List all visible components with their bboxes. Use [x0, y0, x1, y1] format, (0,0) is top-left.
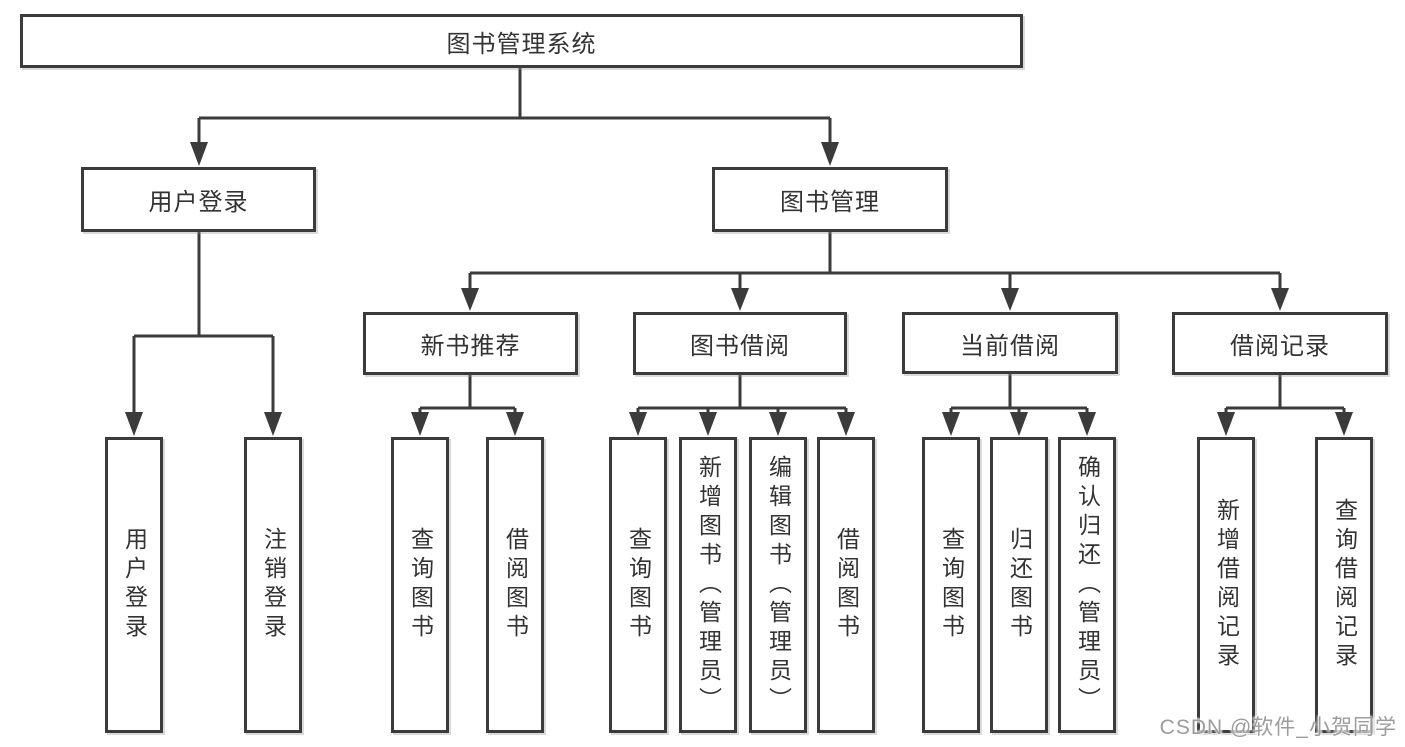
leaf-query-books-borrow: 查询图书	[609, 437, 667, 733]
leaf-confirm-return-admin: 确认归还（管理员）	[1058, 437, 1116, 733]
node-label: 查询图书	[625, 527, 652, 643]
node-label: 编辑图书（管理员）	[765, 454, 792, 716]
node-label: 查询图书	[407, 527, 434, 643]
connector-borrowing-records-to-children	[1217, 375, 1353, 436]
watermark: CSDN @软件_小贺同学	[1159, 716, 1397, 739]
node-label: 新增借阅记录	[1213, 498, 1240, 672]
node-new-book-recommend: 新书推荐	[363, 312, 578, 375]
connector-current-borrowing-to-children	[942, 374, 1096, 436]
leaf-return-books: 归还图书	[990, 437, 1048, 733]
connector-book-management-to-level3	[461, 232, 1289, 311]
node-label: 查询借阅记录	[1331, 498, 1358, 672]
leaf-query-books-recommend: 查询图书	[391, 437, 449, 733]
node-borrowing-records: 借阅记录	[1172, 312, 1388, 375]
leaf-add-book-admin: 新增图书（管理员）	[679, 437, 737, 733]
leaf-borrow-books-recommend: 借阅图书	[486, 437, 544, 733]
leaf-logout: 注销登录	[244, 437, 302, 733]
node-book-management: 图书管理	[712, 167, 948, 232]
node-label: 借阅图书	[833, 527, 860, 643]
node-label: 用户登录	[148, 189, 249, 216]
connector-new-book-recommend-to-children	[411, 375, 524, 436]
node-label: 借阅记录	[1230, 333, 1330, 360]
connector-book-borrowing-to-children	[629, 375, 855, 436]
connector-root-to-level2	[190, 68, 839, 166]
node-label: 图书借阅	[690, 333, 790, 360]
node-current-borrowing: 当前借阅	[902, 312, 1118, 374]
leaf-user-login: 用户登录	[105, 437, 163, 733]
node-label: 用户登录	[121, 527, 148, 643]
leaf-borrow-books: 借阅图书	[817, 437, 875, 733]
node-book-borrowing: 图书借阅	[633, 312, 847, 375]
node-label: 新增图书（管理员）	[695, 454, 722, 716]
node-label: 借阅图书	[502, 527, 529, 643]
leaf-query-borrowing-record: 查询借阅记录	[1315, 437, 1373, 733]
node-library-management-system: 图书管理系统	[20, 14, 1023, 68]
node-label: 确认归还（管理员）	[1074, 454, 1101, 716]
node-label: 图书管理	[780, 189, 880, 216]
node-label: 归还图书	[1006, 527, 1033, 643]
node-user-login: 用户登录	[81, 167, 316, 232]
node-label: 查询图书	[938, 527, 965, 643]
leaf-add-borrowing-record: 新增借阅记录	[1197, 437, 1255, 733]
connector-user-login-to-children	[125, 232, 282, 436]
node-label: 图书管理系统	[446, 30, 597, 58]
leaf-query-books-current: 查询图书	[922, 437, 980, 733]
leaf-edit-book-admin: 编辑图书（管理员）	[749, 437, 807, 733]
node-label: 当前借阅	[960, 332, 1060, 360]
node-label: 新书推荐	[420, 333, 521, 360]
node-label: 注销登录	[260, 527, 287, 643]
